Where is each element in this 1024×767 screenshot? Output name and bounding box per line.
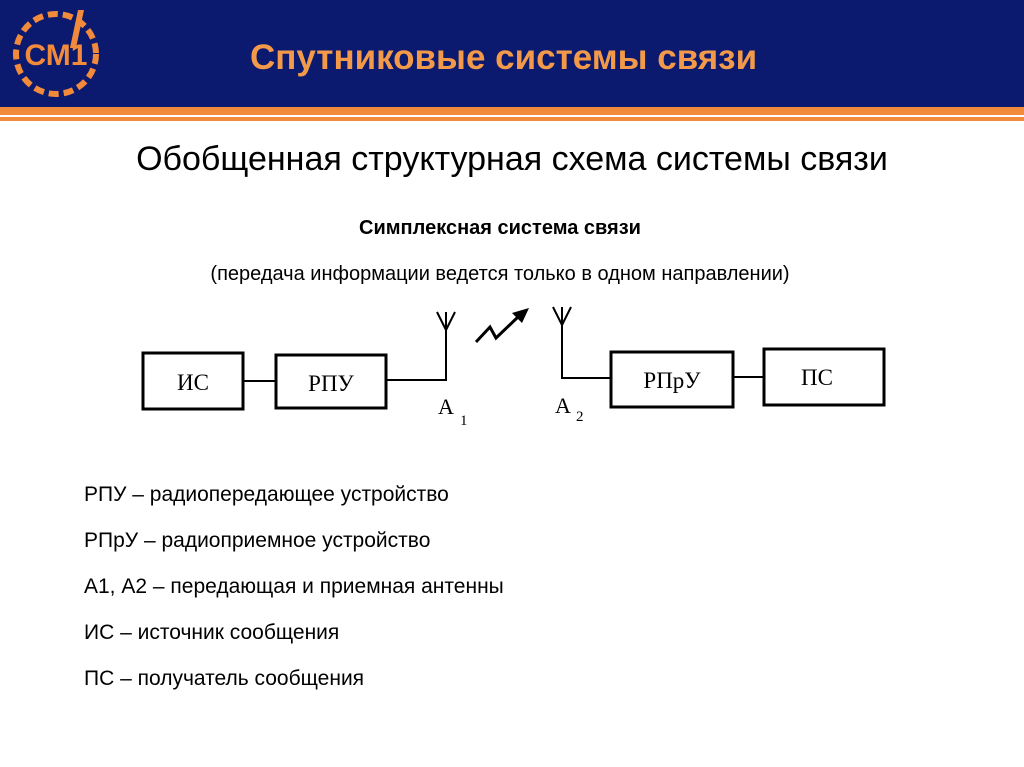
antenna-a2-index: 2 bbox=[576, 409, 584, 425]
block-receiver bbox=[609, 350, 735, 409]
slide-title: Спутниковые системы связи bbox=[250, 38, 758, 77]
simplex-diagram: ИС РПУ А 1 А 2 РПрУ ПС bbox=[141, 306, 886, 429]
legend-item: А1, А2 – передающая и приемная антенны bbox=[84, 575, 504, 598]
radio-wave-arrowhead bbox=[512, 308, 529, 323]
header-bar bbox=[0, 0, 1024, 107]
legend-item: РПУ – радиопередающее устройство bbox=[84, 483, 449, 506]
radio-wave-icon bbox=[474, 314, 521, 344]
block-source-label: ИС bbox=[177, 370, 209, 395]
block-transmitter-label: РПУ bbox=[308, 371, 354, 396]
legend-item: ИС – источник сообщения bbox=[84, 621, 340, 644]
legend: РПУ – радиопередающее устройство РПрУ – … bbox=[84, 483, 504, 713]
antenna-a1-index: 1 bbox=[460, 413, 468, 429]
header-accent-stripe bbox=[0, 107, 1024, 121]
legend-item: ПС – получатель сообщения bbox=[84, 667, 365, 690]
diagram-title: Симплексная система связи bbox=[359, 217, 641, 239]
header-divider bbox=[0, 115, 1024, 117]
block-sink bbox=[762, 347, 886, 407]
antenna-a1-label: А bbox=[438, 394, 454, 419]
block-transmitter bbox=[274, 353, 388, 410]
block-source bbox=[141, 351, 245, 411]
logo: СМ1 bbox=[13, 10, 99, 97]
link-antenna2-receiver bbox=[561, 318, 611, 379]
diagram-subtitle: (передача информации ведется только в од… bbox=[210, 263, 790, 285]
logo-text: СМ1 bbox=[25, 39, 88, 72]
block-sink-label: ПС bbox=[801, 365, 833, 390]
slide-subtitle: Обобщенная структурная схема системы свя… bbox=[136, 140, 888, 178]
legend-item: РПрУ – радиоприемное устройство bbox=[84, 529, 431, 552]
block-receiver-label: РПрУ bbox=[643, 368, 701, 393]
link-transmitter-antenna1 bbox=[386, 322, 447, 381]
antenna-a1-icon bbox=[436, 311, 456, 331]
antenna-a2-label: А bbox=[555, 393, 571, 418]
